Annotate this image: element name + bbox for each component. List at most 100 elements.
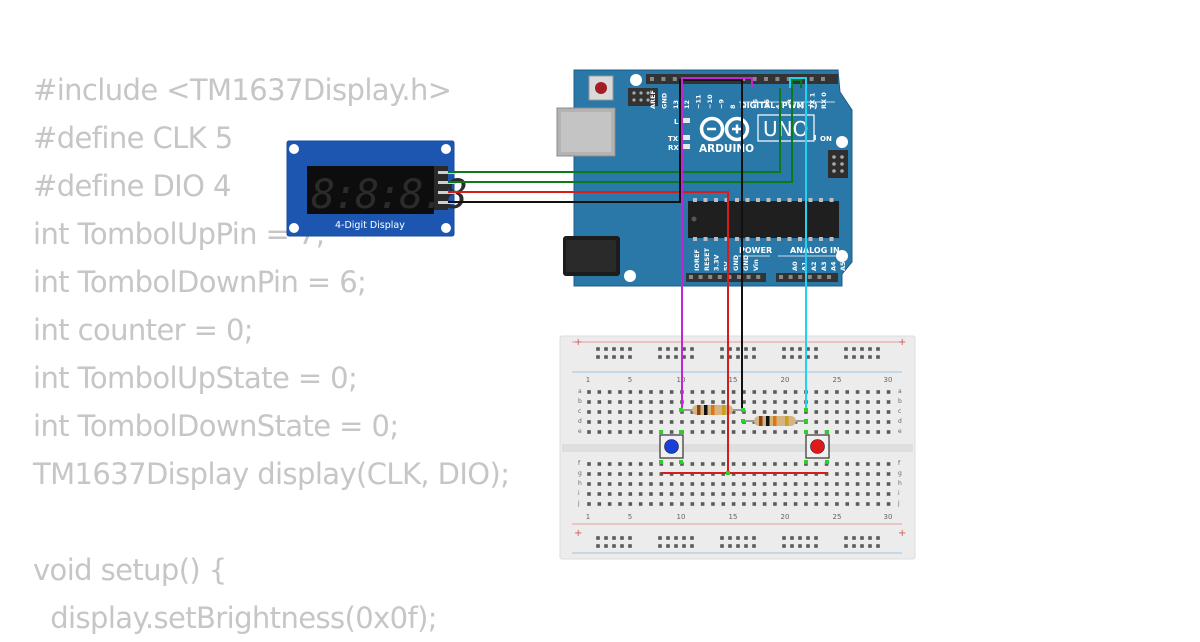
header-pin [817, 275, 822, 279]
rail-hole [666, 536, 670, 540]
connection-marker [726, 471, 730, 475]
column-number: 20 [781, 376, 790, 384]
row-letter: h [898, 480, 902, 487]
breadboard-hole [793, 502, 798, 506]
rail-hole [860, 355, 864, 359]
chip-pin [693, 237, 697, 241]
rail-hole [736, 355, 740, 359]
resistor-1[interactable] [681, 405, 743, 415]
rail-hole [814, 347, 818, 351]
header-pin [764, 77, 768, 81]
breadboard-hole [649, 400, 653, 404]
breadboard-hole [618, 410, 622, 414]
breadboard-hole [876, 410, 881, 414]
connection-marker [679, 430, 683, 434]
display-pin-header [434, 166, 448, 210]
breadboard-hole [597, 472, 602, 476]
rail-hole [868, 347, 872, 351]
breadboard-hole [876, 420, 881, 424]
rail-hole [658, 544, 662, 548]
breadboard-hole [783, 502, 788, 506]
rail-hole [596, 347, 600, 351]
breadboard-hole [886, 492, 891, 496]
breadboard-hole [845, 430, 850, 434]
rail-hole [620, 544, 624, 548]
breadboard-hole [721, 420, 726, 424]
chip-pin [819, 237, 823, 241]
breadboard-hole [597, 482, 602, 486]
breadboard-hole [659, 492, 664, 496]
breadboard-hole [659, 410, 664, 414]
connection-marker [804, 408, 808, 412]
header-pin [756, 275, 761, 279]
rail-hole [790, 355, 794, 359]
breadboard-hole [721, 390, 726, 394]
column-number: 1 [586, 376, 590, 384]
tm1637-display-module[interactable]: 8:8:8.8 4-Digit Display [286, 140, 468, 237]
rail-hole [596, 536, 600, 540]
breadboard-hole [731, 410, 736, 414]
breadboard-hole [752, 410, 757, 414]
breadboard-hole [814, 462, 819, 466]
row-letter: h [578, 480, 582, 487]
rail-hole [744, 347, 748, 351]
breadboard[interactable]: + + + + 1 5 10 15 20 25 30 1 5 10 15 20 … [559, 335, 916, 560]
breadboard-row-letters: a b c d e f g h i j a b c d e f g h i j [577, 388, 902, 507]
resistor-2[interactable] [743, 416, 806, 426]
rail-hole [876, 355, 880, 359]
led-rx [681, 144, 690, 149]
wire-vcc-red [448, 191, 729, 473]
breadboard-hole [659, 420, 664, 424]
chip-pin [693, 198, 697, 202]
breadboard-hole [886, 400, 891, 404]
breadboard-hole [855, 492, 860, 496]
led-on-label: ON [820, 135, 832, 143]
push-button-down[interactable] [805, 434, 830, 459]
rail-hole [782, 536, 786, 540]
breadboard-hole [669, 492, 674, 496]
rail-hole [806, 544, 810, 548]
column-number: 25 [833, 513, 842, 521]
column-number: 30 [884, 376, 893, 384]
breadboard-hole [669, 410, 674, 414]
breadboard-hole [876, 472, 881, 476]
breadboard-hole [731, 430, 736, 434]
chip-pin [714, 237, 718, 241]
rail-hole [690, 536, 694, 540]
breadboard-hole [762, 410, 767, 414]
push-button-up[interactable] [659, 434, 684, 459]
mounting-hole [630, 74, 642, 86]
power-jack [563, 236, 620, 276]
breadboard-hole [762, 502, 767, 506]
breadboard-hole [597, 462, 602, 466]
rail-hole [674, 544, 678, 548]
breadboard-hole [700, 462, 705, 466]
breadboard-hole [742, 482, 746, 486]
rail-hole [628, 544, 632, 548]
analog-pin-label: A4 [829, 261, 837, 271]
led-l [681, 118, 690, 123]
rail-hole [744, 544, 748, 548]
power-header[interactable] [686, 273, 766, 282]
breadboard-hole [835, 462, 839, 466]
breadboard-hole [814, 400, 819, 404]
rail-hole [690, 347, 694, 351]
breadboard-hole [649, 420, 653, 424]
rail-hole [658, 355, 662, 359]
analog-pin-label: A1 [801, 261, 809, 271]
row-letter: c [578, 408, 581, 415]
breadboard-hole [711, 492, 715, 496]
breadboard-hole [680, 482, 684, 486]
rail-hole [868, 355, 872, 359]
chip-pin [787, 237, 792, 241]
rail-hole [752, 536, 756, 540]
breadboard-hole [700, 492, 705, 496]
breadboard-hole [886, 390, 891, 394]
reset-button[interactable] [588, 75, 614, 101]
breadboard-holes [587, 347, 891, 548]
row-letter: f [578, 460, 581, 467]
breadboard-hole [628, 400, 633, 404]
breadboard-hole [814, 502, 819, 506]
